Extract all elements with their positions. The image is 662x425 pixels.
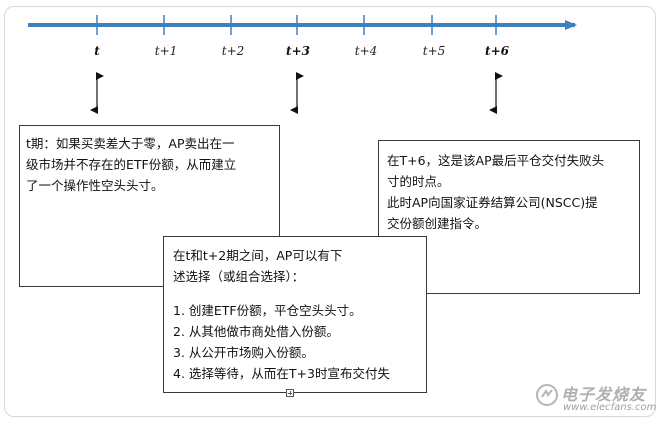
tick-label-t5: t+5 — [422, 44, 446, 58]
box-t3-intro: 在t和t+2期之间，AP可以有下 述选择（或组合选择）： — [173, 245, 419, 287]
textbox-anchor-icon — [286, 389, 294, 397]
box-t6-line: 交份额创建指令。 — [387, 216, 488, 231]
box-t3-option: 3. 从公开市场购入份额。 — [173, 345, 314, 360]
description-box-t: t期：如果买卖差大于零，AP卖出在一 级市场并不存在的ETF份额，从而建立 了一… — [19, 125, 280, 287]
box-t3-option: 2. 从其他做市商处借入份额。 — [173, 324, 339, 339]
box-t-line: 了一个操作性空头头寸。 — [26, 178, 164, 193]
timeline — [28, 15, 577, 114]
box-t-line: t期：如果买卖差大于零，AP卖出在一 — [26, 136, 235, 151]
box-t6-line: 在T+6，这是该AP最后平仓交付失败头 — [387, 153, 605, 168]
box-t-line: 级市场并不存在的ETF份额，从而建立 — [26, 157, 237, 172]
watermark-title: 电子发烧友 — [561, 385, 647, 404]
tick-label-t1: t+1 — [154, 44, 178, 58]
box-t3-intro-line: 在t和t+2期之间，AP可以有下 — [173, 248, 343, 263]
tick-label-t: t — [94, 44, 100, 58]
box-t6-line: 寸的时点。 — [387, 174, 450, 189]
box-t3-intro-line: 述选择（或组合选择）： — [173, 269, 305, 284]
watermark-url: www.elecfans.com — [563, 402, 657, 413]
timeline-tick-marks — [96, 15, 497, 35]
tick-label-t3: t+3 — [286, 44, 310, 58]
description-box-t6: 在T+6，这是该AP最后平仓交付失败头 寸的时点。 此时AP向国家证券结算公司(… — [378, 140, 640, 294]
description-box-t3: 在t和t+2期之间，AP可以有下 述选择（或组合选择）： 1. 创建ETF份额，… — [163, 236, 427, 393]
box-t6-line: 此时AP向国家证券结算公司(NSCC)提 — [387, 195, 598, 210]
tick-label-t4: t+4 — [354, 44, 378, 58]
watermark: 电子发烧友 www.elecfans.com — [535, 381, 656, 417]
box-t3-option: 1. 创建ETF份额，平仓空头头寸。 — [173, 303, 362, 318]
box-t3-option: 4. 选择等待，从而在T+3时宣布交付失 — [173, 366, 390, 381]
image-frame — [4, 6, 656, 417]
tick-label-t2: t+2 — [221, 44, 245, 58]
watermark-logo-icon — [536, 384, 558, 406]
tick-label-t6: t+6 — [485, 44, 509, 58]
